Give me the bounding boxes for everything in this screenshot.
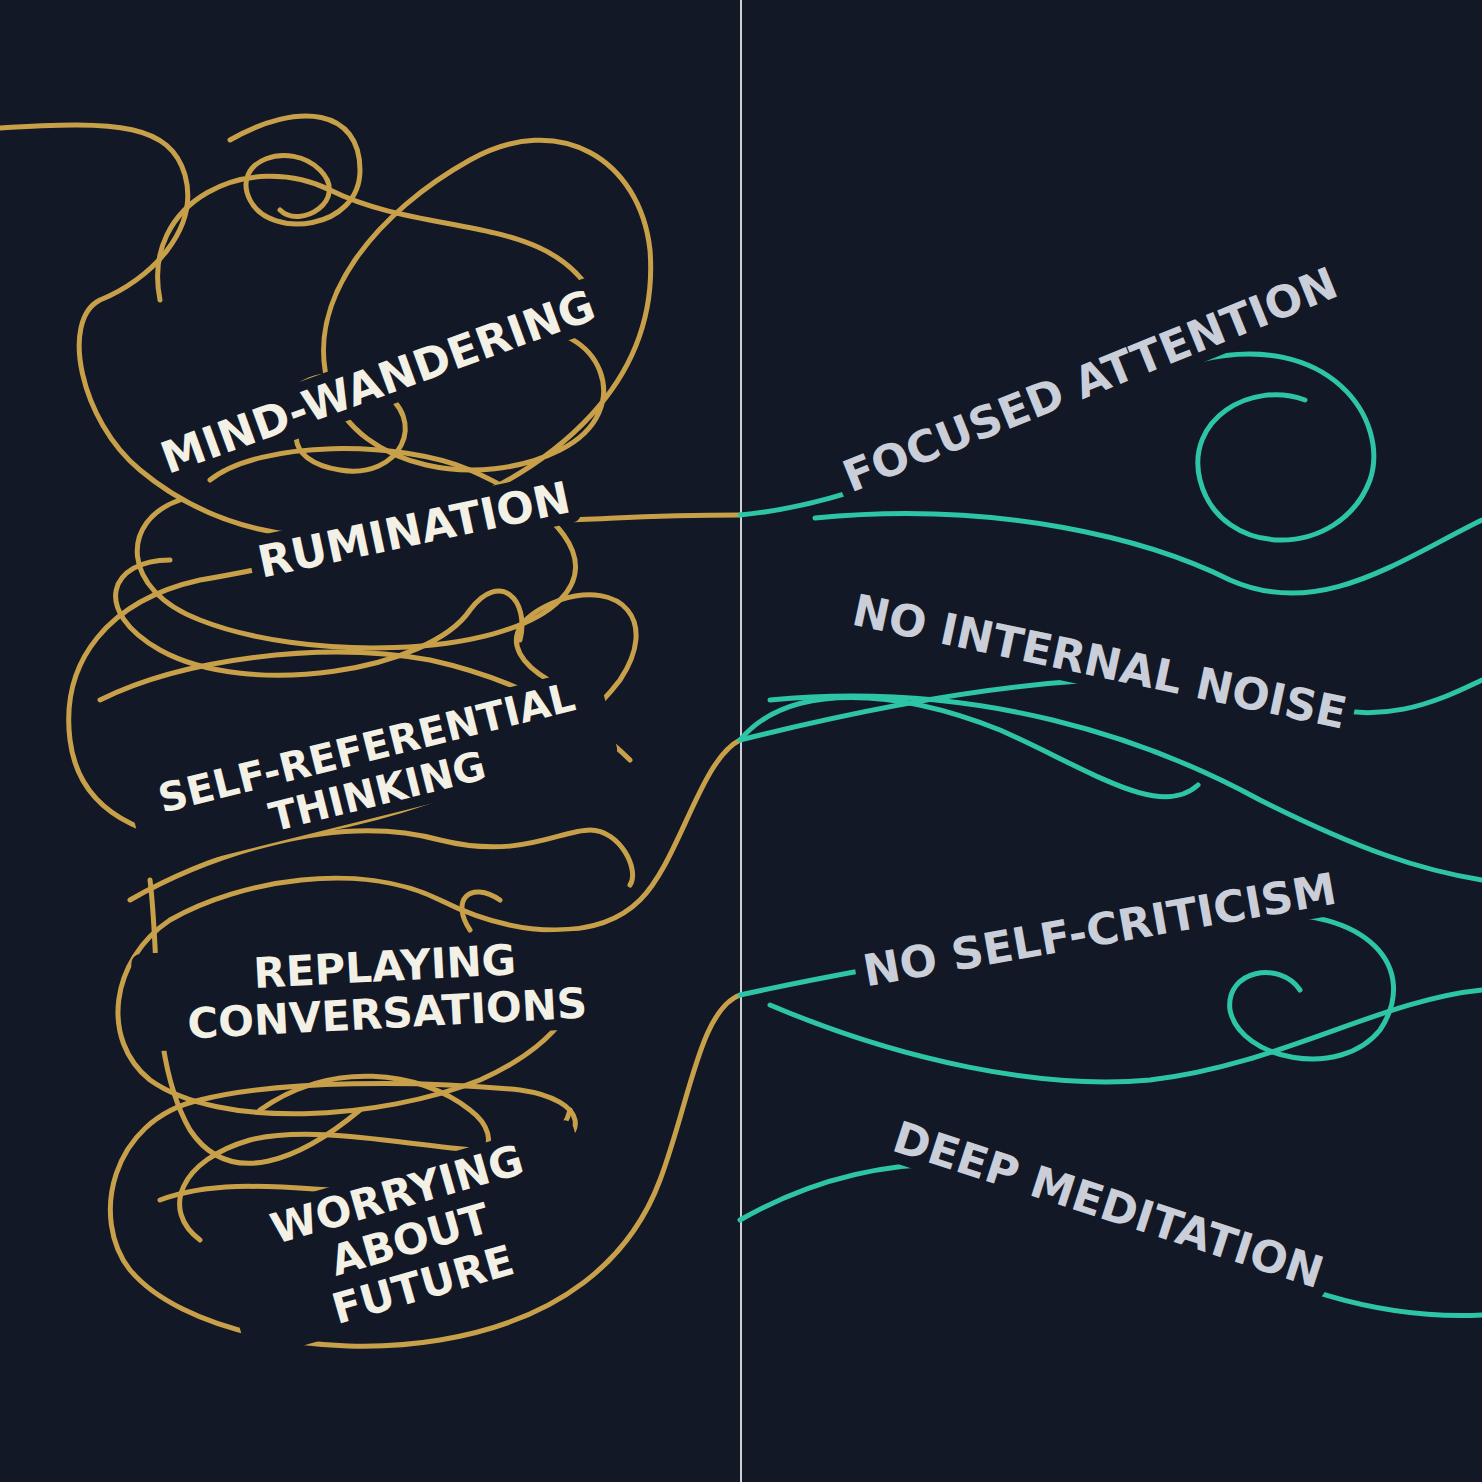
thought-label: SELF-REFERENTIAL THINKING	[125, 666, 619, 874]
thought-label: WORRYING ABOUT FUTURE	[209, 1118, 610, 1361]
state-label: FOCUSED ATTENTION	[828, 253, 1353, 506]
thought-label: RUMINATION	[245, 469, 583, 591]
tangled-thread	[0, 0, 740, 1346]
state-label: DEEP MEDITATION	[879, 1108, 1338, 1302]
state-label: NO INTERNAL NOISE	[840, 582, 1359, 742]
state-label: NO SELF-CRITICISM	[851, 861, 1348, 999]
thought-label: REPLAYING CONVERSATIONS	[131, 928, 641, 1052]
